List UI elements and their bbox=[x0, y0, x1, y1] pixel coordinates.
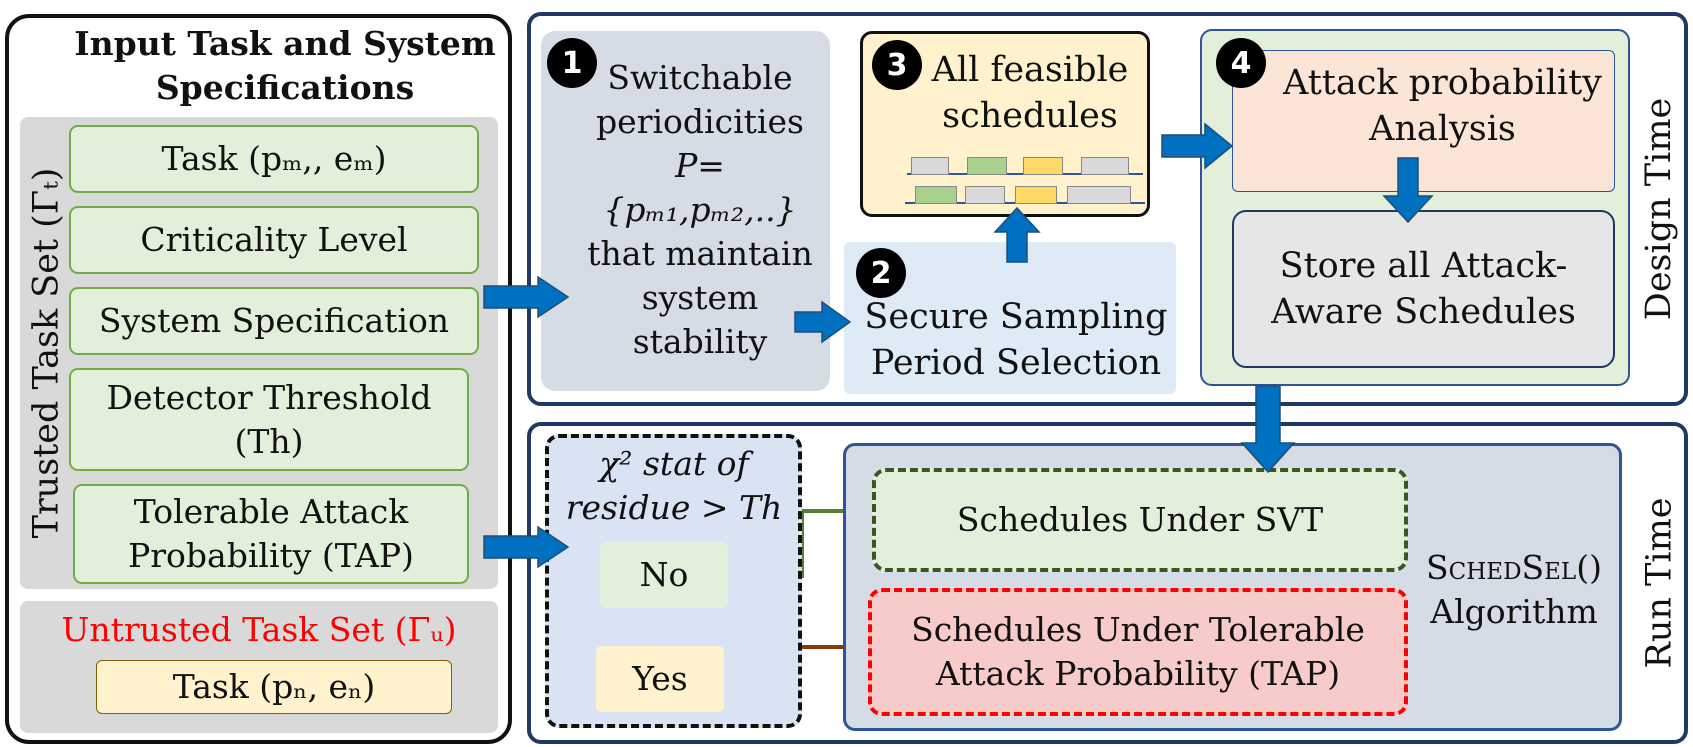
arrow-right-icon bbox=[794, 300, 852, 344]
arrow-down-icon bbox=[1240, 385, 1296, 474]
step-1-badge: 1 bbox=[547, 38, 597, 88]
step-4-badge: 4 bbox=[1216, 38, 1266, 88]
arrow-right-icon bbox=[483, 525, 570, 569]
attack-probability-analysis-text: Attack probability Analysis bbox=[1283, 63, 1602, 149]
criticality-level-item: Criticality Level bbox=[69, 206, 479, 274]
input-panel-title: Input Task and System Specifications bbox=[60, 18, 510, 114]
arrow-right-icon bbox=[1161, 122, 1234, 170]
arrow-right-icon bbox=[483, 275, 570, 319]
schedule-block bbox=[1067, 186, 1131, 204]
arrow-down-icon bbox=[1382, 157, 1434, 224]
schedules-under-tap-box: Schedules Under Tolerable Attack Probabi… bbox=[868, 588, 1408, 716]
untrusted-task-set-label: Untrusted Task Set (Γᵤ) bbox=[61, 610, 457, 649]
no-branch-box: No bbox=[600, 542, 728, 608]
schedule-timeline-graphic bbox=[905, 152, 1145, 212]
detector-threshold-item: Detector Threshold (Th) bbox=[69, 368, 469, 471]
untrusted-task-item: Task (pₙ, eₙ) bbox=[96, 660, 452, 714]
step-2-badge: 2 bbox=[856, 248, 906, 298]
arrow-up-icon bbox=[993, 206, 1041, 263]
schedule-block bbox=[915, 186, 957, 204]
trusted-task-item: Task (pₘ,, eₘ) bbox=[69, 125, 479, 193]
periodicities-box bbox=[541, 31, 830, 391]
store-attack-aware-schedules-box: Store all Attack- Aware Schedules bbox=[1232, 210, 1615, 368]
schedule-block bbox=[911, 157, 949, 175]
schedule-block bbox=[1023, 157, 1063, 175]
system-specification-item: System Specification bbox=[69, 287, 479, 355]
design-time-panel bbox=[527, 12, 1688, 406]
schedule-block bbox=[1081, 157, 1129, 175]
yes-branch-box: Yes bbox=[596, 646, 724, 712]
step-3-badge: 3 bbox=[872, 40, 922, 90]
schedule-block bbox=[965, 186, 1005, 204]
run-time-panel bbox=[527, 422, 1688, 744]
schedules-under-svt-box: Schedules Under SVT bbox=[872, 468, 1408, 572]
tolerable-attack-probability-item: Tolerable Attack Probability (TAP) bbox=[73, 484, 469, 584]
feasible-schedules-text: All feasible schedules bbox=[931, 50, 1129, 136]
schedsel-algorithm-label: SchedSel() Algorithm bbox=[1426, 548, 1602, 631]
attack-probability-analysis-box bbox=[1232, 50, 1615, 192]
input-title-line2: Specifications bbox=[155, 68, 415, 107]
secure-sampling-text: Secure Sampling Period Selection bbox=[864, 297, 1168, 383]
schedule-block bbox=[1015, 186, 1057, 204]
schedule-block bbox=[967, 157, 1007, 175]
detector-condition-text: χ² stat of residue > Th bbox=[565, 444, 783, 527]
input-title-line1: Input Task and System bbox=[74, 24, 496, 63]
periodicities-text: Switchable periodicities P= {pₘ₁,pₘ₂,..}… bbox=[587, 58, 813, 361]
